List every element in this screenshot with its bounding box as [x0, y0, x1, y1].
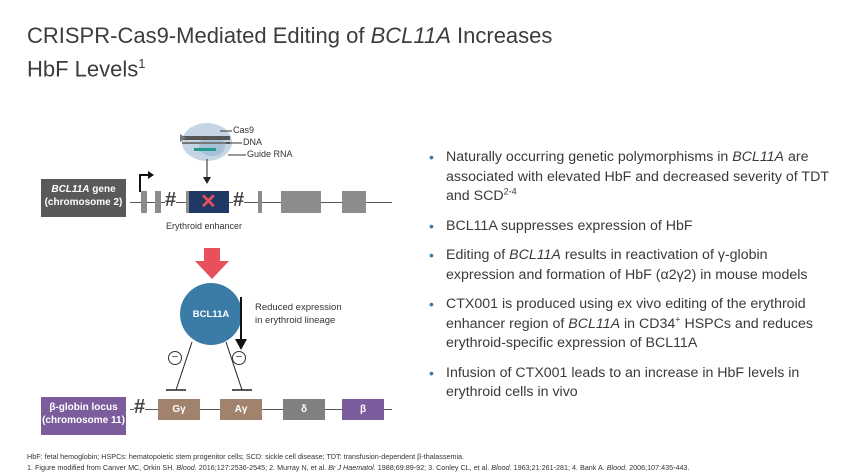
- title-text-post: Increases: [450, 23, 553, 48]
- reduced-expression-text: Reduced expression in erythroid lineage: [255, 301, 342, 327]
- exon-6: [342, 191, 366, 213]
- cut-x-icon: ✕: [200, 191, 217, 213]
- reduced-line-2: in erythroid lineage: [255, 315, 336, 326]
- bullet-1: Naturally occurring genetic polymorphism…: [428, 148, 838, 207]
- b4-plus: +: [675, 313, 681, 324]
- bullet-list: Naturally occurring genetic polymorphism…: [428, 148, 838, 413]
- gene-beta: β: [342, 399, 384, 420]
- label-leader-lines: [220, 130, 246, 156]
- exon-2: [155, 191, 161, 213]
- ref-g: . 1963;21:261-281; 4. Bank A.: [509, 463, 607, 472]
- break-symbol-2: #: [233, 189, 245, 212]
- inhibition-lines: [166, 341, 252, 391]
- cas9-label: Cas9: [233, 125, 255, 135]
- down-arrow-small: [203, 159, 211, 184]
- ref-h: Blood: [606, 463, 626, 472]
- inhibit-symbol-right: −: [232, 351, 246, 365]
- gene-g-gamma: Gγ: [158, 399, 200, 420]
- cas9-complex-illustration: [180, 123, 232, 161]
- chromosome-11: (chromosome 11): [42, 415, 125, 426]
- ref-d: Br J Haematol: [328, 463, 374, 472]
- b3-text-b: results in reactivation of γ-globin expr…: [446, 247, 808, 283]
- title-superscript: 1: [138, 56, 146, 71]
- ref-i: . 2006;107:435-443.: [625, 463, 690, 472]
- b1-gene: BCL11A: [732, 149, 785, 165]
- footnote-references: 1. Figure modified from Canver MC, Orkin…: [27, 463, 690, 472]
- exon-4: [258, 191, 262, 213]
- guide-rna-label: Guide RNA: [247, 149, 293, 159]
- chromosome-2: (chromosome 2): [44, 197, 123, 208]
- beta-globin-locus-label: β-globin locus (chromosome 11): [41, 397, 126, 435]
- b3-gene: BCL11A: [509, 247, 561, 263]
- dna-label: DNA: [243, 137, 263, 147]
- b4-text-a: CTX001 is produced using ex vivo editing…: [446, 296, 806, 332]
- b4-text-b: in CD34: [620, 315, 676, 332]
- title-gene: BCL11A: [370, 23, 451, 48]
- b3-text-a: Editing of: [446, 247, 510, 263]
- reduced-line-1: Reduced expression: [255, 302, 342, 313]
- break-symbol-3: #: [134, 396, 146, 419]
- bullet-2: BCL11A suppresses expression of HbF: [428, 217, 838, 237]
- b4-text-c: HSPCs and reduces erythroid-specific exp…: [446, 315, 814, 352]
- ref-a: 1. Figure modified from Canver MC, Orkin…: [27, 463, 177, 472]
- gene-name: BCL11A: [51, 184, 90, 195]
- slide-title: CRISPR-Cas9-Mediated Editing of BCL11A I…: [27, 22, 552, 83]
- gene-delta: δ: [283, 399, 325, 420]
- erythroid-enhancer-label: Erythroid enhancer: [166, 221, 243, 231]
- red-down-arrow: [195, 248, 229, 279]
- b1-text-b: are associated with elevated HbF and dec…: [446, 149, 829, 204]
- title-line-1: CRISPR-Cas9-Mediated Editing of BCL11A I…: [27, 22, 552, 50]
- gene-word: gene: [89, 184, 116, 195]
- ref-e: . 1988;69:89-92; 3. Conley CL, et al.: [373, 463, 492, 472]
- erythroid-enhancer-region: [189, 191, 229, 213]
- b1-ref: 2-4: [503, 186, 517, 197]
- exon-1: [141, 191, 147, 213]
- globin-label-line-1: β-globin locus: [49, 402, 118, 413]
- promoter-arrow: [139, 171, 154, 192]
- inhibit-symbol-left: −: [168, 351, 182, 365]
- ref-f: Blood: [491, 463, 510, 472]
- bullet-4: CTX001 is produced using ex vivo editing…: [428, 295, 838, 354]
- ref-b: Blood: [176, 463, 195, 472]
- exon-5: [281, 191, 321, 213]
- gene-a-gamma: Aγ: [220, 399, 262, 420]
- ref-c: . 2016;127:2536-2545; 2. Murray N, et al…: [194, 463, 329, 472]
- bcl11a-gene-label: BCL11A gene (chromosome 2): [41, 179, 126, 217]
- b1-text-a: Naturally occurring genetic polymorphism…: [446, 149, 733, 165]
- break-symbol-1: #: [165, 189, 177, 212]
- exon-3: [186, 191, 189, 213]
- title-line-2: HbF Levels1: [27, 50, 552, 83]
- bullet-5: Infusion of CTX001 leads to an increase …: [428, 364, 838, 403]
- title-text: CRISPR-Cas9-Mediated Editing of: [27, 23, 371, 48]
- title-line2-text: HbF Levels: [27, 56, 139, 82]
- crispr-diagram: Cas9 DNA Guide RNA BCL11A gene (chromoso…: [0, 115, 420, 435]
- bcl11a-protein-circle: BCL11A: [180, 283, 242, 345]
- reduced-expression-arrow: [235, 297, 247, 350]
- bullet-3: Editing of BCL11A results in reactivatio…: [428, 246, 838, 285]
- b4-gene: BCL11A: [568, 315, 621, 332]
- footnote-abbreviations: HbF: fetal hemoglobin; HSPCs: hematopoie…: [27, 452, 465, 461]
